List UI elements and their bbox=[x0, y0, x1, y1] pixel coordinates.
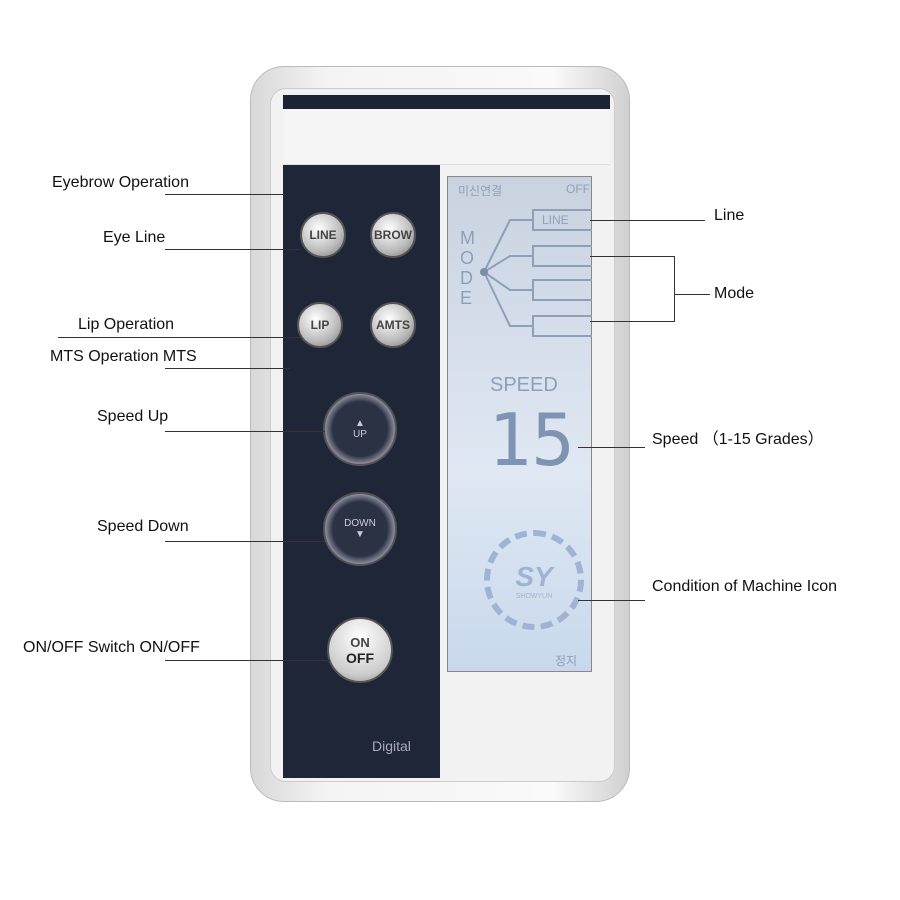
speed-down-button[interactable]: DOWN▼ bbox=[323, 492, 397, 566]
lcd-header-right: OFF bbox=[566, 182, 590, 196]
mode-box-4 bbox=[532, 315, 592, 337]
callout-speed: Speed （1-15 Grades） bbox=[652, 431, 824, 448]
lip-button[interactable]: LIP bbox=[297, 302, 343, 348]
mode-box-line: LINE bbox=[532, 209, 592, 231]
mode-box-3 bbox=[532, 279, 592, 301]
logo-text: SY bbox=[515, 560, 553, 592]
amts-button[interactable]: AMTS bbox=[370, 302, 416, 348]
brow-button[interactable]: BROW bbox=[370, 212, 416, 258]
leader-line bbox=[590, 321, 674, 322]
leader-line bbox=[165, 368, 290, 369]
callout-mts: MTS Operation MTS bbox=[50, 348, 197, 365]
mode-bracket bbox=[674, 256, 675, 322]
callout-line: Line bbox=[714, 207, 745, 224]
callout-condition: Condition of Machine Icon bbox=[652, 578, 837, 595]
off-label: OFF bbox=[346, 649, 374, 666]
callout-onoff: ON/OFF Switch ON/OFF bbox=[23, 639, 200, 656]
top-strip bbox=[283, 95, 610, 109]
up-arrow-icon: ▲ bbox=[355, 418, 365, 429]
callout-speed-up: Speed Up bbox=[97, 408, 169, 425]
leader-line bbox=[590, 220, 705, 221]
callout-mode: Mode bbox=[714, 285, 755, 302]
lcd-mode-letters: MODE bbox=[460, 228, 475, 308]
leader-line bbox=[165, 431, 325, 432]
speed-value: 15 bbox=[488, 398, 575, 482]
up-label: UP bbox=[353, 429, 367, 440]
top-band bbox=[283, 109, 610, 165]
leader-line bbox=[165, 660, 330, 661]
mode-box-2 bbox=[532, 245, 592, 267]
callout-eye-line: Eye Line bbox=[103, 229, 166, 246]
down-arrow-icon: ▼ bbox=[355, 529, 365, 540]
callout-eyebrow: Eyebrow Operation bbox=[52, 174, 189, 191]
leader-line bbox=[578, 600, 645, 601]
leader-line bbox=[674, 294, 710, 295]
lcd-header-left: 미신연결 bbox=[458, 184, 503, 198]
mode-branch-lines bbox=[480, 219, 532, 327]
callout-lip: Lip Operation bbox=[78, 316, 175, 333]
lcd-footer: 정지 bbox=[555, 654, 578, 668]
down-label: DOWN bbox=[344, 518, 376, 529]
speed-up-button[interactable]: ▲UP bbox=[323, 392, 397, 466]
control-panel bbox=[283, 165, 440, 778]
leader-line bbox=[578, 447, 645, 448]
leader-line bbox=[165, 249, 300, 250]
callout-speed-down: Speed Down bbox=[97, 518, 189, 535]
leader-line bbox=[590, 256, 674, 257]
on-label: ON bbox=[350, 634, 370, 650]
leader-line bbox=[165, 194, 287, 195]
device-label: Digital bbox=[372, 738, 411, 754]
line-button[interactable]: LINE bbox=[300, 212, 346, 258]
speed-label: SPEED bbox=[490, 374, 558, 396]
logo-subtext: SHOWYUN bbox=[515, 592, 553, 600]
leader-line bbox=[58, 337, 300, 338]
leader-line bbox=[165, 541, 325, 542]
